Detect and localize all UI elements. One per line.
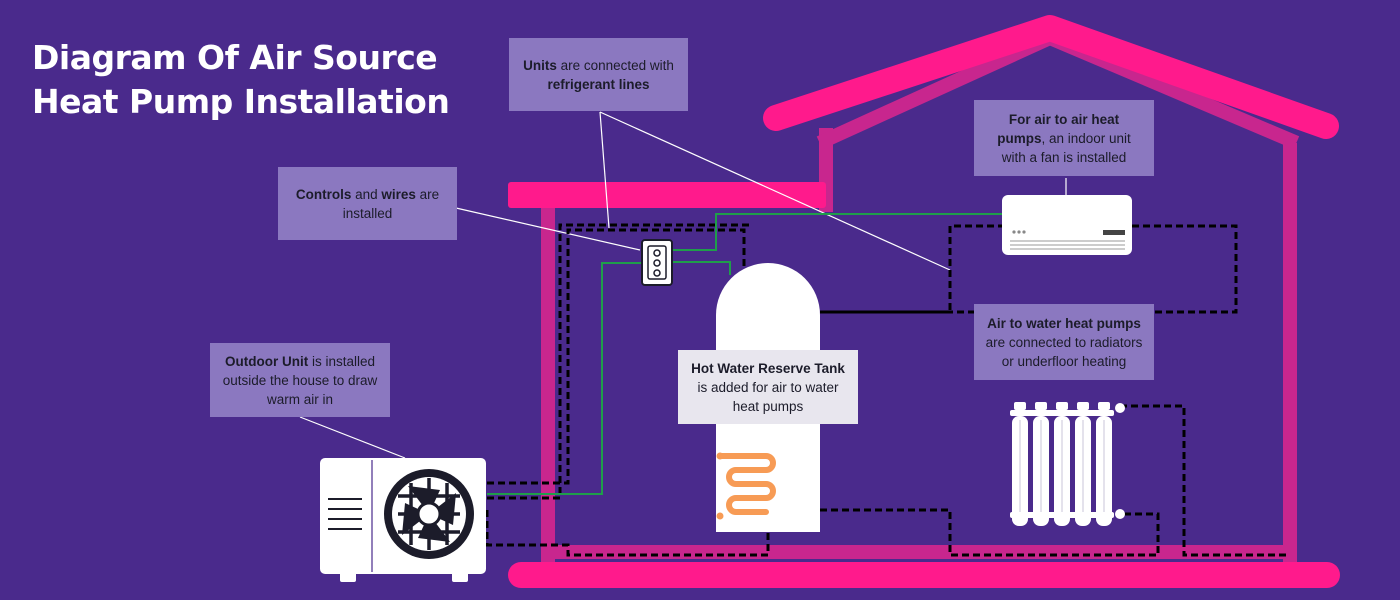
- callout-tank-text: is added for air to water heat pumps: [697, 379, 839, 414]
- callout-air-to-air-text: , an indoor unit with a fan is installed: [1001, 130, 1131, 165]
- callout-refrigerant: Units are connected with refrigerant lin…: [509, 38, 688, 111]
- house-roof: [763, 15, 1339, 139]
- callout-controls-bold-2: wires: [381, 186, 416, 202]
- callout-outdoor-text: is installed outside the house to draw w…: [222, 353, 378, 407]
- controller-icon[interactable]: [641, 239, 673, 286]
- heating-coil-icon: [716, 452, 776, 520]
- refrigerant-lines: [485, 223, 1290, 557]
- callout-controls-bold: Controls: [295, 186, 352, 202]
- callout-tank-bold: Hot Water Reserve Tank: [691, 360, 845, 376]
- indoor-unit-icon[interactable]: [1002, 195, 1132, 255]
- callout-outdoor-bold: Outdoor Unit: [224, 353, 309, 369]
- callout-tank: Hot Water Reserve Tank is added for air …: [678, 350, 858, 424]
- callout-air-to-water-text: are connected to radiators or underfloor…: [985, 334, 1143, 369]
- callout-refrigerant-text: are connected with: [556, 57, 674, 73]
- title-line-1: Diagram Of Air Source: [32, 38, 438, 77]
- callout-controls-mid: and: [351, 186, 382, 202]
- radiator-icon[interactable]: [1010, 402, 1125, 526]
- title-line-2: Heat Pump Installation: [32, 82, 450, 121]
- callout-controls-text: are installed: [342, 186, 440, 221]
- pointer-lines: [299, 111, 1067, 459]
- callout-refrigerant-bold-2: refrigerant lines: [547, 76, 650, 92]
- outdoor-fan-icon[interactable]: [320, 458, 486, 582]
- house-inner-walls: [541, 30, 1300, 565]
- callout-outdoor-unit: Outdoor Unit is installed outside the ho…: [210, 343, 390, 417]
- house-outline: [508, 182, 1340, 588]
- callout-controls: Controls and wires are installed: [278, 167, 457, 240]
- control-wires: [487, 213, 1002, 495]
- page-title: Diagram Of Air Source Heat Pump Installa…: [32, 36, 450, 124]
- callout-air-to-air-bold: For air to air heat pumps: [997, 111, 1120, 146]
- callout-air-to-water-bold: Air to water heat pumps: [987, 315, 1141, 331]
- callout-air-to-air: For air to air heat pumps, an indoor uni…: [974, 100, 1154, 176]
- callout-air-to-water: Air to water heat pumps are connected to…: [974, 304, 1154, 380]
- callout-refrigerant-bold: Units: [523, 57, 557, 73]
